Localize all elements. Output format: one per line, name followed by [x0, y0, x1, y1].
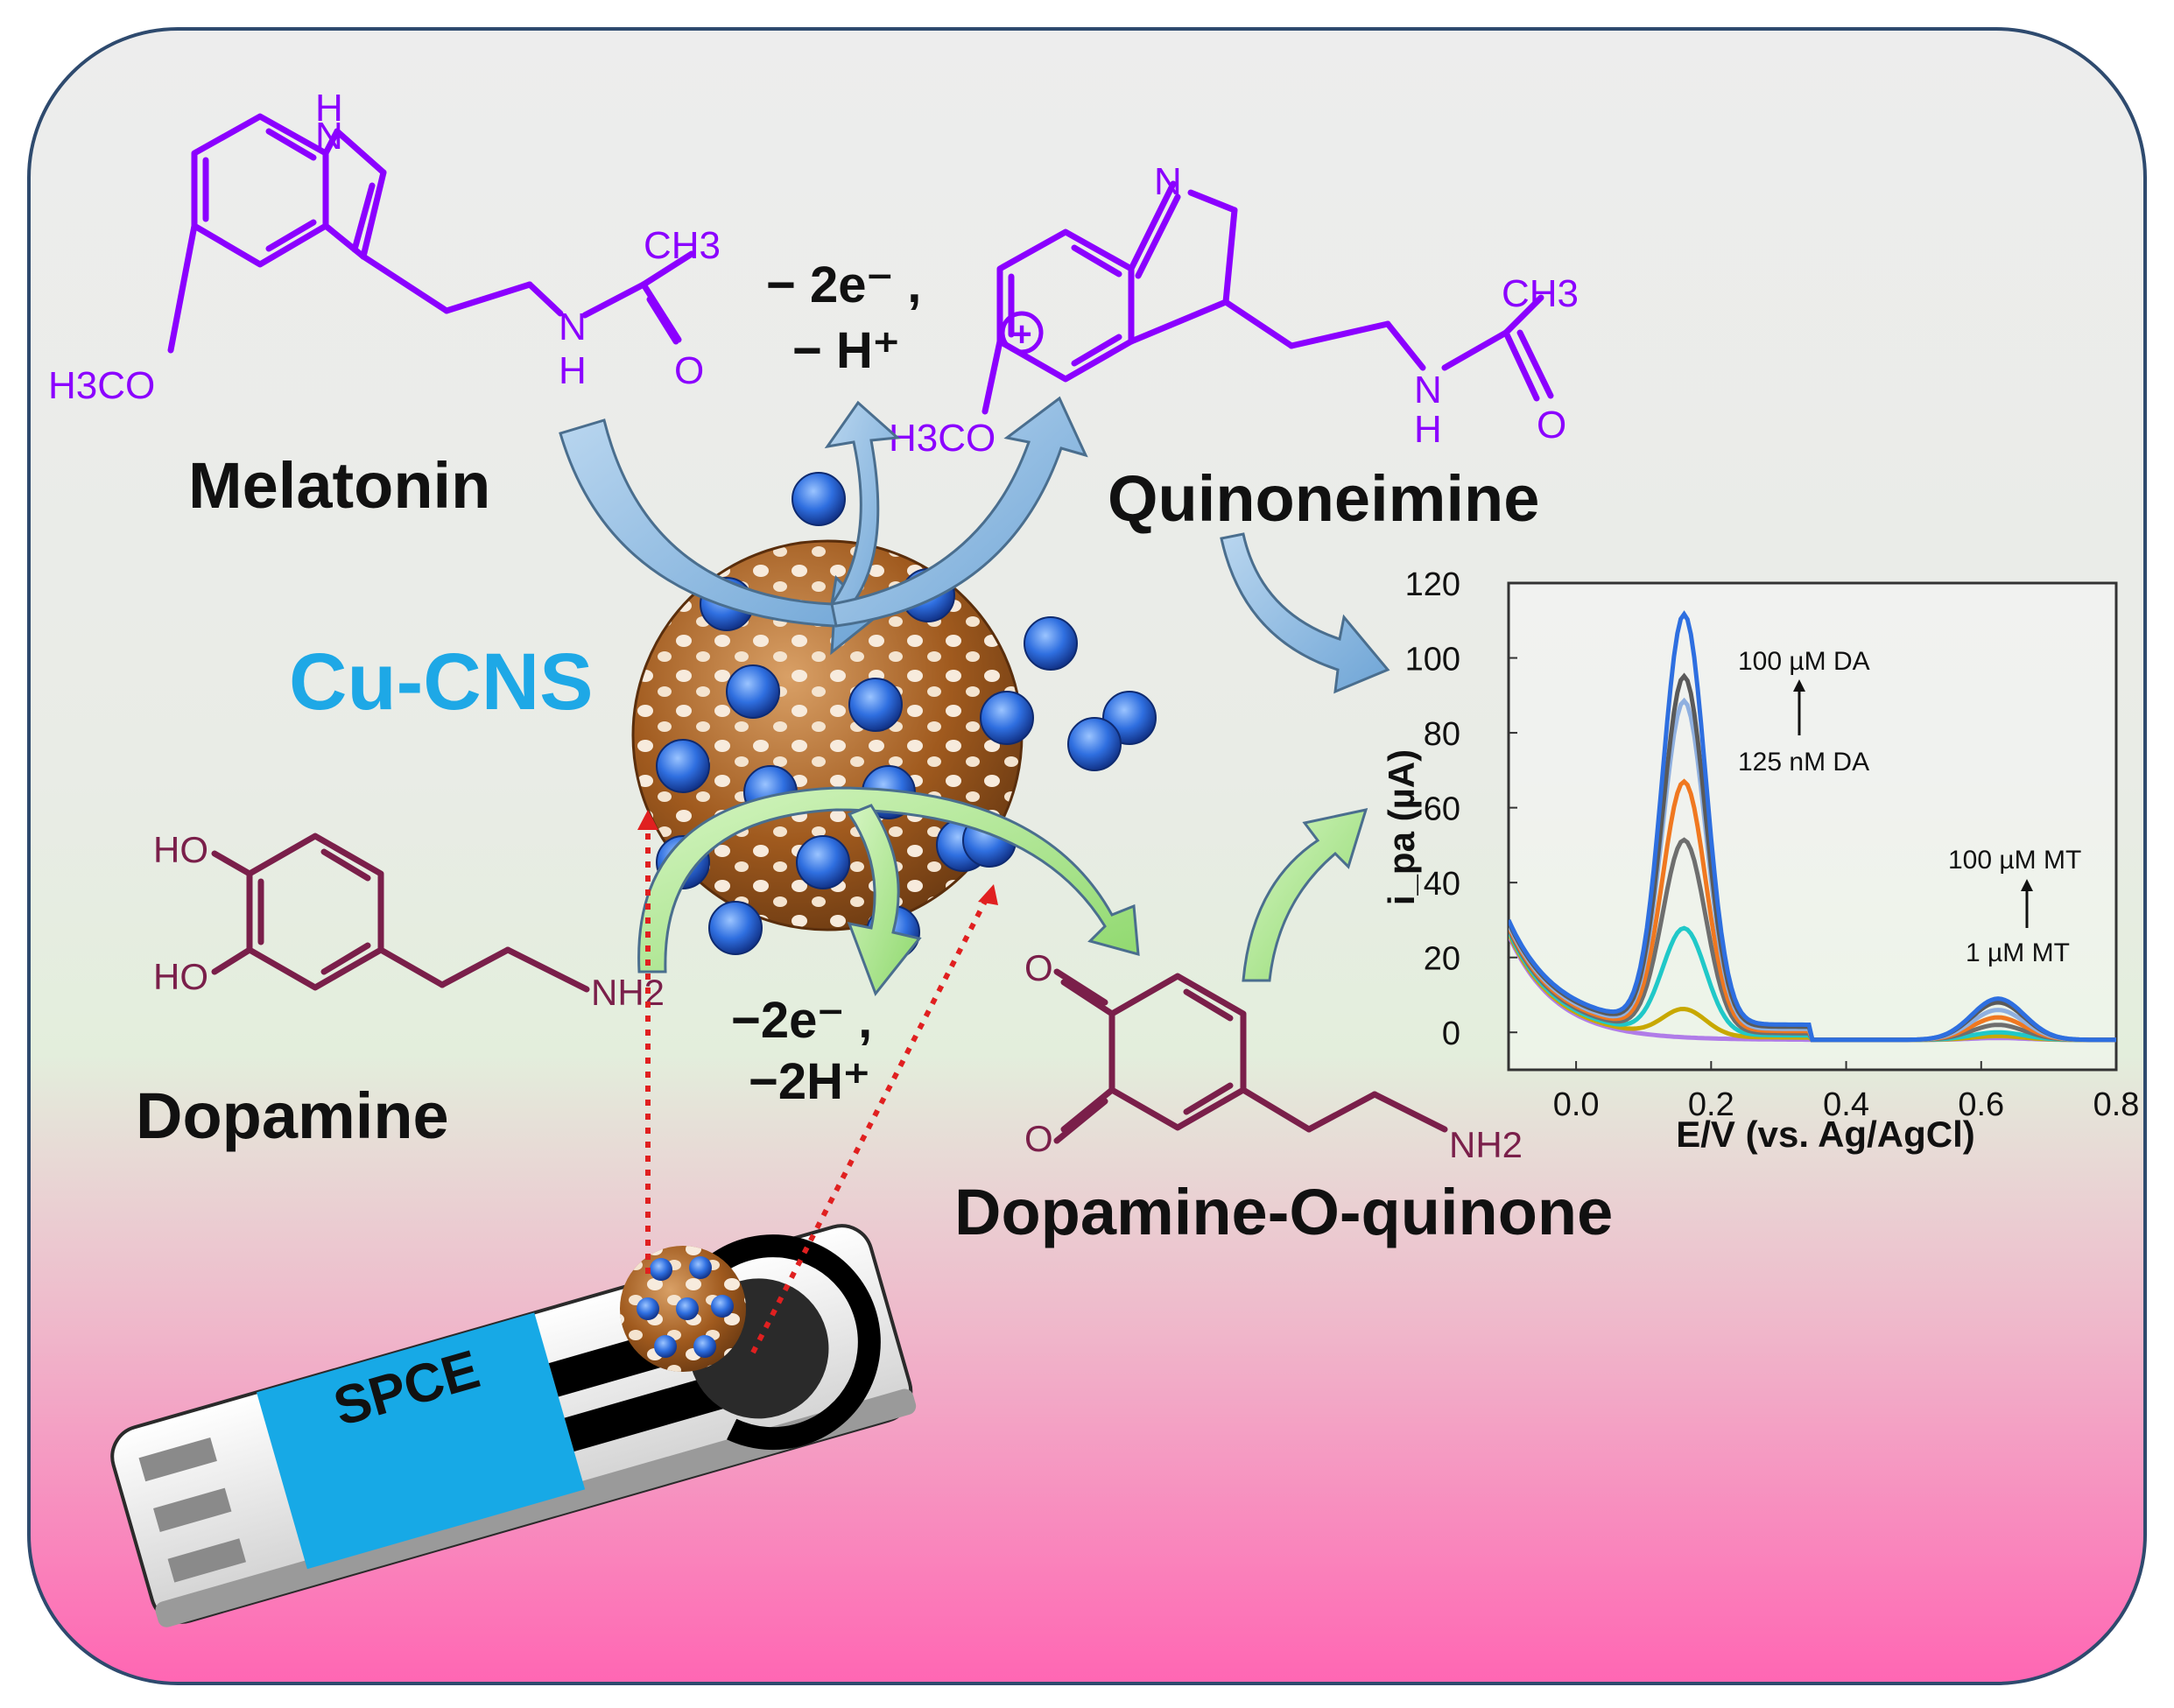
mini-nanoparticle-ball: [637, 1297, 659, 1320]
label-dopamine-o-quinone: Dopamine-O-quinone: [954, 1176, 1613, 1248]
melatonin-nh-n: N: [315, 115, 343, 158]
chart-y-axis-label: i_pa (µA): [1381, 749, 1422, 905]
label-cu-cns: Cu-CNS: [289, 637, 594, 727]
mini-nanoparticle-ball: [650, 1258, 672, 1281]
nanoparticle-ball: [1024, 616, 1078, 671]
reaction-text-top-line2: − H⁺: [792, 322, 900, 379]
label-melatonin: Melatonin: [188, 449, 490, 522]
nanoparticle-ball: [980, 691, 1034, 745]
chart-x-axis-label: E/V (vs. Ag/AgCl): [1676, 1114, 1974, 1155]
nanoparticle-ball: [792, 472, 846, 526]
dopamine-structure: [211, 833, 590, 993]
chart-series-group: [1509, 610, 2116, 1043]
chart-annotation-mt-bottom: 1 µM MT: [1966, 938, 2070, 967]
arrow-to-chart-bottom: [1242, 807, 1368, 982]
quinone-nh2: NH2: [1449, 1124, 1523, 1165]
arrow-quinoneimine-out: [830, 396, 1088, 628]
quinoneimine-structure: [981, 180, 1554, 415]
melatonin-ch3: CH3: [644, 224, 721, 267]
melatonin-nh-h: H: [315, 87, 343, 130]
label-dopamine: Dopamine: [136, 1079, 449, 1152]
chart-annotation-da-bottom: 125 nM DA: [1738, 748, 1869, 777]
quinoneimine-n: N: [1154, 160, 1182, 203]
nanoparticle-ball: [656, 739, 710, 793]
dopamine-atom-labels: HO HO NH2: [153, 829, 665, 1013]
reaction-text-bottom-line2: −2H⁺: [749, 1053, 870, 1110]
arrow-electron-out-top: [824, 400, 901, 615]
dopamine-nh2: NH2: [591, 972, 665, 1013]
chart-arrowhead-da: [1793, 679, 1805, 692]
plus-charge-icon: [1000, 311, 1044, 355]
melatonin-atom-labels: H N N H O CH3 H3CO: [48, 87, 721, 407]
nanoparticle-ball: [708, 901, 763, 955]
mini-nanoparticle-ball: [689, 1256, 712, 1279]
dopamine-ho-top: HO: [153, 829, 208, 870]
chart-x-tick-label: 0.2: [1688, 1086, 1734, 1123]
quinone-o-top: O: [1024, 947, 1053, 988]
chart-annotation-da-top: 100 µM DA: [1738, 647, 1870, 676]
quinone-o-bottom: O: [1024, 1118, 1053, 1159]
nanoparticle-ball: [848, 678, 903, 732]
chart-series-line: [1509, 610, 2116, 1043]
chart-arrowhead-mt: [2021, 879, 2033, 891]
quinoneimine-amide-n: N: [1414, 369, 1442, 411]
quinoneimine-o: O: [1537, 404, 1566, 446]
chart-x-tick-label: 0.0: [1553, 1086, 1600, 1123]
chart-y-tick-label: 40: [1424, 866, 1460, 903]
reaction-text-top-line1: − 2e⁻ ,: [766, 257, 921, 313]
chart-y-ticks: 0 20 40 60 80 100 120: [1405, 566, 1517, 1052]
arrow-melatonin-in: [559, 418, 878, 656]
chart-x-tick-label: 0.6: [1958, 1086, 2004, 1123]
nanoparticle-ball: [726, 664, 780, 719]
dopamine-quinone-structure: [1053, 968, 1448, 1144]
chart-x-tick-label: 0.8: [2093, 1086, 2140, 1123]
reaction-text-bottom-line1: −2e⁻ ,: [731, 992, 872, 1049]
melatonin-structure: [167, 113, 695, 354]
chart-y-tick-label: 20: [1424, 941, 1460, 978]
quinoneimine-amide-h: H: [1414, 408, 1442, 451]
quinoneimine-ch3: CH3: [1502, 272, 1579, 315]
mini-nanoparticle-ball: [676, 1297, 699, 1320]
chart-annotation-mt-top: 100 µM MT: [1948, 846, 2081, 875]
quinoneimine-atom-labels: N N H O CH3 H3CO: [889, 160, 1579, 460]
nanoparticle-ball: [796, 835, 850, 889]
spce-mini-nanoparticles: [637, 1256, 734, 1358]
melatonin-o: O: [674, 349, 704, 392]
red-dotted-line-right: [750, 891, 992, 1354]
melatonin-amide-n: N: [559, 306, 587, 348]
background-panel: [27, 27, 2147, 1685]
chart-x-ticks: 0.0 0.2 0.4 0.6 0.8: [1553, 1061, 2140, 1123]
nanoparticle-ball: [1067, 717, 1122, 771]
chart-x-tick-label: 0.4: [1823, 1086, 1869, 1123]
chart-y-tick-label: 80: [1424, 716, 1460, 753]
chart-y-tick-label: 100: [1405, 642, 1460, 678]
melatonin-h3co: H3CO: [48, 364, 155, 407]
mini-nanoparticle-ball: [693, 1335, 716, 1358]
chart-y-tick-label: 60: [1424, 791, 1460, 828]
quinoneimine-h3co: H3CO: [889, 417, 996, 460]
melatonin-amide-h: H: [559, 349, 587, 392]
dopamine-ho-bottom: HO: [153, 956, 208, 997]
red-arrowhead-left: [637, 810, 658, 830]
voltammogram-chart: 0 20 40 60 80 100 120 0.0 0.2 0.4 0.6 0.8 100 µM D…: [1381, 566, 2139, 1155]
arrow-dopamine-in: [637, 786, 1140, 973]
plus-charge-symbol: +: [1011, 315, 1031, 354]
arrow-to-chart-top: [1220, 532, 1390, 694]
chart-y-tick-label: 0: [1442, 1016, 1460, 1052]
label-quinoneimine: Quinoneimine: [1108, 462, 1539, 535]
chart-y-tick-label: 120: [1405, 566, 1460, 603]
dopamine-quinone-atom-labels: O O NH2: [1024, 947, 1523, 1165]
red-arrowhead-right: [978, 884, 998, 905]
mini-nanoparticle-ball: [654, 1335, 677, 1358]
chart-plot-frame: [1507, 581, 2118, 1072]
arrow-electron-out-bottom: [847, 804, 922, 997]
mini-nanoparticle-ball: [711, 1295, 734, 1318]
